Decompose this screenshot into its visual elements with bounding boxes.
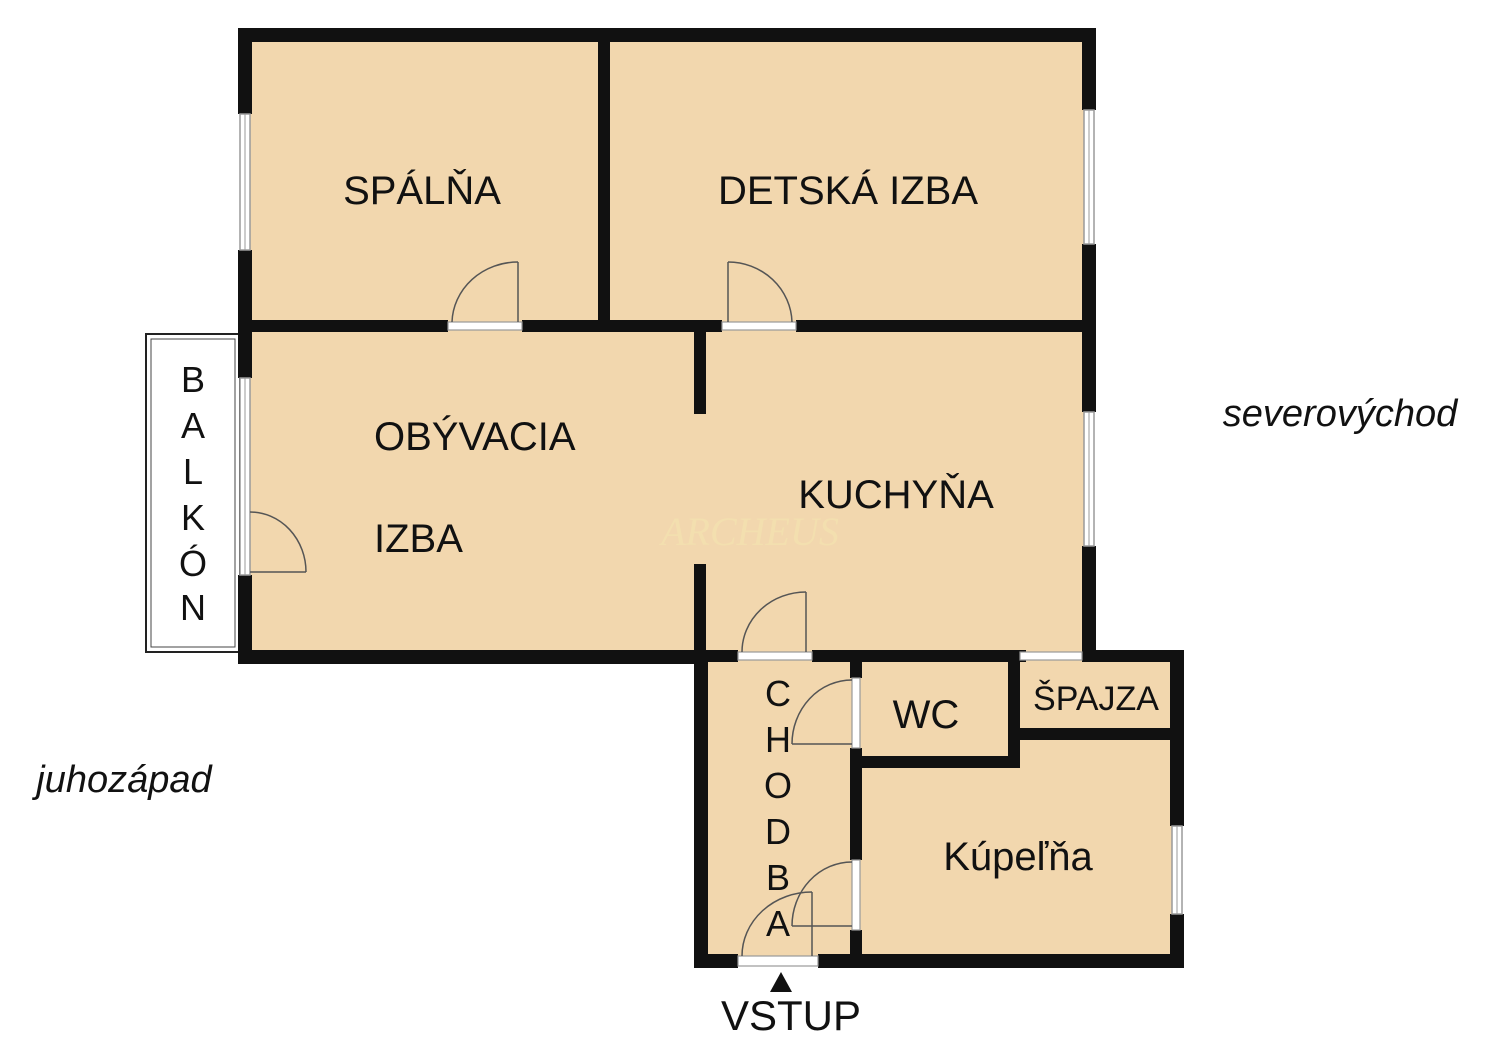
room-labels: SPÁLŇA DETSKÁ IZBA OBÝVACIA IZBA KUCHYŇA… (343, 168, 1159, 879)
door-wc-arc (791, 679, 853, 745)
door-children-arc (727, 261, 793, 323)
floor-area (240, 30, 1182, 966)
wall-top (238, 28, 1096, 42)
door-balcony-arc (249, 511, 307, 573)
label-kupelna: Kúpeľňa (943, 835, 1093, 879)
balcony-outline (145, 333, 241, 653)
balcony-letter: Ó (179, 543, 207, 584)
label-detska-izba: DETSKÁ IZBA (718, 168, 978, 213)
wall-lower-top-3 (1082, 650, 1182, 662)
hall-letter: H (765, 719, 791, 760)
label-obyvacia-line2: IZBA (374, 517, 463, 561)
wall-lower-bottom-1 (694, 954, 738, 968)
sill-children (721, 321, 797, 331)
wall-left-1 (238, 28, 252, 114)
doors (249, 261, 853, 957)
wall-wc-right (1008, 650, 1020, 768)
wall-lower-top-1 (694, 650, 738, 662)
sill-entry (737, 955, 819, 967)
wall-right-3 (1082, 546, 1096, 662)
balcony-letter: B (181, 359, 205, 400)
wall-left-2 (238, 250, 252, 378)
wall-living-kitchen-1 (694, 320, 706, 414)
floor-lower (696, 650, 1182, 966)
orientation-southwest: juhozápad (31, 759, 213, 801)
hall-letter: O (764, 765, 792, 806)
label-spajza: ŠPAJZA (1033, 680, 1159, 718)
label-obyvacia-line1: OBÝVACIA (374, 414, 576, 459)
balcony (145, 333, 241, 653)
triangle-up-icon (770, 972, 792, 992)
wall-left-3 (238, 575, 252, 663)
balcony-label: B A L K Ó N (179, 359, 207, 628)
label-spalna: SPÁLŇA (343, 168, 501, 213)
wall-bedrooms-bottom-3 (796, 320, 1096, 332)
orientation-northeast: severovýchod (1223, 393, 1459, 435)
sill-kitchen-hall (737, 651, 813, 661)
sill-spajza (1019, 651, 1083, 661)
hall-letter: A (766, 903, 790, 944)
wall-hall-right-3 (850, 930, 862, 966)
balcony-letter: N (180, 587, 206, 628)
door-bedroom-arc (451, 261, 519, 323)
door-bath-arc (791, 861, 853, 927)
balcony-letter: L (183, 451, 203, 492)
label-wc: WC (893, 693, 960, 737)
wall-living-kitchen-2 (694, 564, 706, 664)
balcony-inner-outline (150, 338, 236, 648)
wall-right-1 (1082, 28, 1096, 110)
wall-lower-bottom-2 (818, 954, 1184, 968)
hall-letter: B (766, 857, 790, 898)
hall-letter: D (765, 811, 791, 852)
wall-hall-right-1 (850, 650, 862, 678)
door-sills (447, 321, 1083, 967)
windows (239, 109, 1183, 915)
label-kuchyna: KUCHYŇA (798, 472, 994, 517)
floor-main (240, 30, 1094, 660)
wall-main-bottom (238, 650, 704, 664)
door-kitchen-arc (741, 591, 807, 653)
hall-label: C H O D B A (764, 673, 792, 944)
wall-spajza-bottom (1008, 728, 1184, 740)
sill-wc (851, 677, 861, 749)
wall-hall-left (694, 650, 708, 968)
walls (238, 28, 1184, 968)
sill-bedroom (447, 321, 523, 331)
wall-bedrooms-divider (598, 28, 610, 328)
hall-letter: C (765, 673, 791, 714)
balcony-letter: K (181, 497, 205, 538)
entry-label: VSTUP (721, 992, 861, 1039)
wall-bedrooms-bottom-1 (238, 320, 448, 332)
wall-hall-right-2 (850, 748, 862, 860)
balcony-letter: A (181, 405, 205, 446)
wall-lower-top-2 (812, 650, 1020, 662)
wall-wc-bottom (850, 756, 1020, 768)
wall-bedrooms-bottom-2 (522, 320, 722, 332)
sill-bath (851, 859, 861, 931)
watermark: ARCHEUS (658, 509, 839, 554)
door-entry-arc (741, 891, 813, 957)
